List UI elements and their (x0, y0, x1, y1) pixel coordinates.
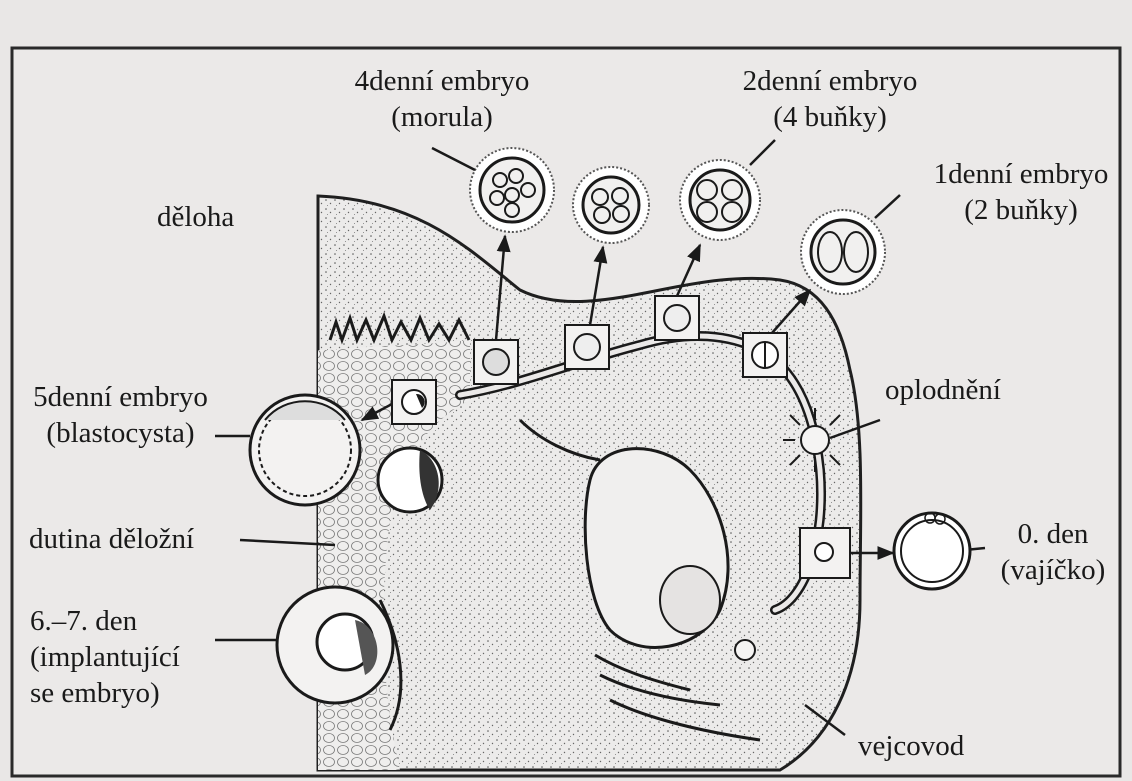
label-fertilization: oplodnění (885, 373, 1001, 407)
label-day5: 5denní embryo (blastocysta) (18, 380, 223, 450)
label-day67-line1: 6.–7. den (30, 604, 180, 638)
label-day67-line3: se embryo) (30, 676, 180, 710)
label-day2-line1: 2denní embryo (735, 64, 925, 98)
label-uterine-cavity: dutina děložní (29, 522, 194, 556)
label-day67-line2: (implantující (30, 640, 180, 674)
label-day67: 6.–7. den (implantující se embryo) (30, 604, 180, 710)
label-day0-line2: (vajíčko) (988, 553, 1118, 587)
label-day1-line2: (2 buňky) (922, 193, 1120, 227)
label-day2-line2: (4 buňky) (735, 100, 925, 134)
label-day5-line2: (blastocysta) (18, 416, 223, 450)
label-day1: 1denní embryo (2 buňky) (922, 157, 1120, 227)
hatching-blastocyst (378, 448, 442, 512)
released-egg (735, 640, 755, 660)
embryo-day3 (573, 167, 649, 243)
embryo-day2 (680, 160, 760, 240)
egg-day0 (894, 513, 970, 589)
blastocyst (250, 395, 360, 505)
label-day0-line1: 0. den (988, 517, 1118, 551)
label-day4-line1: 4denní embryo (352, 64, 532, 98)
label-uterus: děloha (157, 200, 234, 234)
label-day2: 2denní embryo (4 buňky) (735, 64, 925, 134)
label-day4-line2: (morula) (352, 100, 532, 134)
embryo-day1 (801, 210, 885, 294)
label-day4: 4denní embryo (morula) (352, 64, 532, 134)
label-day0: 0. den (vajíčko) (988, 517, 1118, 587)
follicle (660, 566, 720, 634)
label-day1-line1: 1denní embryo (922, 157, 1120, 191)
embryo-day4-morula (470, 148, 554, 232)
label-day5-line1: 5denní embryo (18, 380, 223, 414)
label-oviduct: vejcovod (858, 729, 964, 763)
